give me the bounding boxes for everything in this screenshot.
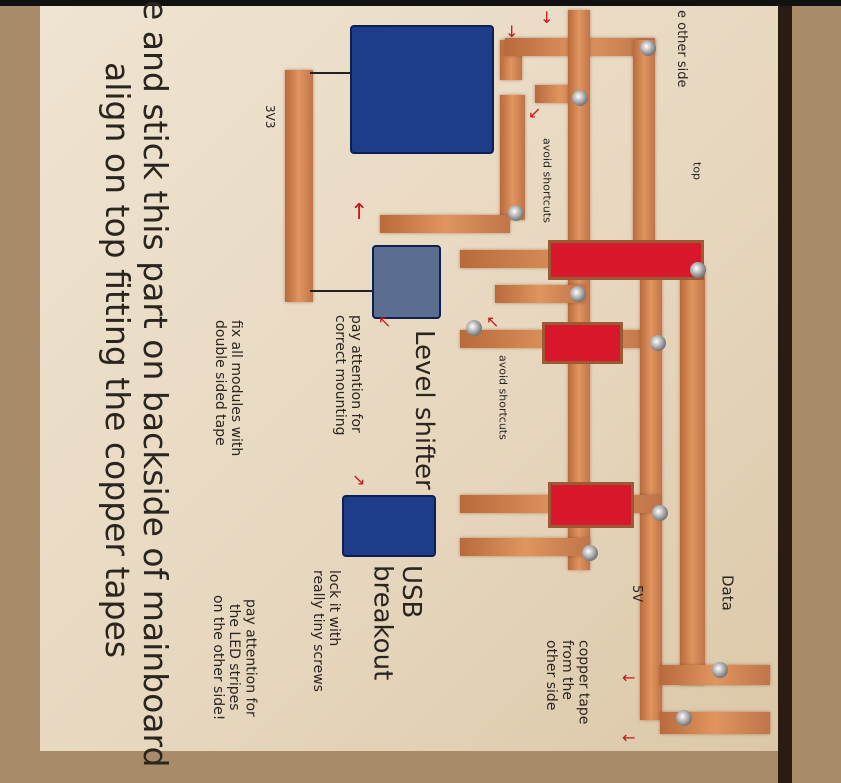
fix-modules-note: fix all modules with double sided tape: [212, 320, 244, 456]
label-line: breakout: [367, 565, 398, 681]
wemos-d1-mini-module: [350, 25, 494, 154]
screw: [572, 90, 588, 106]
copper-strip: [680, 265, 705, 685]
usb-breakout-label: USB breakout: [367, 565, 427, 681]
arrow-icon: ←: [622, 728, 636, 747]
mounting-note: pay attention for correct mounting: [332, 315, 364, 436]
screw: [466, 320, 482, 336]
screw: [676, 710, 692, 726]
note-line: fix all modules with: [228, 320, 245, 457]
usb-breakout-module: [342, 495, 436, 557]
screw: [712, 662, 728, 678]
arrow-icon: ↓: [505, 22, 519, 41]
screw: [508, 205, 524, 221]
note-line: the LED stripes: [226, 604, 243, 711]
main-instruction-line2: align on top fitting the copper tapes: [97, 61, 137, 659]
arrow-icon: ↘: [352, 470, 366, 489]
data-label: Data: [718, 575, 737, 611]
note-line: lock it with: [326, 570, 343, 647]
note-line: from the: [559, 640, 576, 701]
avoid-shortcuts-label: avoid shortcuts: [496, 355, 510, 440]
arrow-icon: ↓: [540, 8, 554, 27]
copper-strip: [633, 40, 655, 275]
top-label: top: [690, 162, 704, 181]
arrow-icon: ↙: [528, 103, 542, 122]
screw: [652, 505, 668, 521]
arrow-icon: ↖: [378, 312, 392, 331]
copper-tape-note: copper tape from the other side: [543, 640, 591, 724]
screw: [640, 40, 656, 56]
note-line: really tiny screws: [310, 570, 327, 692]
other-side-label: e other side: [673, 10, 689, 88]
screw: [582, 545, 598, 561]
arrow-icon: ←: [622, 668, 636, 687]
top-border: [0, 0, 841, 6]
screw: [570, 286, 586, 302]
arrow-icon: ↖: [486, 312, 500, 331]
copper-strip-3v3: [285, 70, 313, 302]
board-edge: [778, 6, 792, 783]
note-line: pay attention for: [242, 598, 259, 717]
copper-strip: [500, 95, 525, 220]
avoid-shortcuts-label: avoid shortcuts: [540, 138, 554, 223]
wire: [310, 290, 385, 292]
note-line: other side: [543, 640, 560, 711]
note-line: copper tape: [575, 640, 592, 725]
note-line: correct mounting: [332, 315, 349, 436]
pad: [542, 322, 623, 364]
level-shifter-module: [372, 245, 441, 319]
level-shifter-label: Level shifter: [408, 330, 439, 490]
5v-label: 5V: [628, 585, 644, 603]
copper-strip: [495, 285, 585, 303]
3v3-label: 3V3: [262, 105, 277, 129]
main-instruction: e and stick this part on backside of mai…: [97, 0, 175, 768]
copper-strip: [380, 215, 510, 233]
screw: [690, 262, 706, 278]
led-stripes-note: pay attention for the LED stripes on the…: [210, 595, 258, 720]
lock-note: lock it with really tiny screws: [310, 570, 342, 692]
screw: [650, 335, 666, 351]
arrow-icon: ↑: [350, 200, 369, 225]
main-instruction-line1: e and stick this part on backside of mai…: [135, 0, 175, 768]
note-line: on the other side!: [210, 595, 227, 721]
note-line: pay attention for: [348, 315, 365, 433]
pad: [548, 240, 704, 280]
wire: [310, 72, 355, 74]
note-line: double sided tape: [212, 320, 229, 446]
pad: [548, 482, 634, 528]
label-line: USB: [396, 565, 427, 619]
copper-strip: [460, 538, 590, 556]
